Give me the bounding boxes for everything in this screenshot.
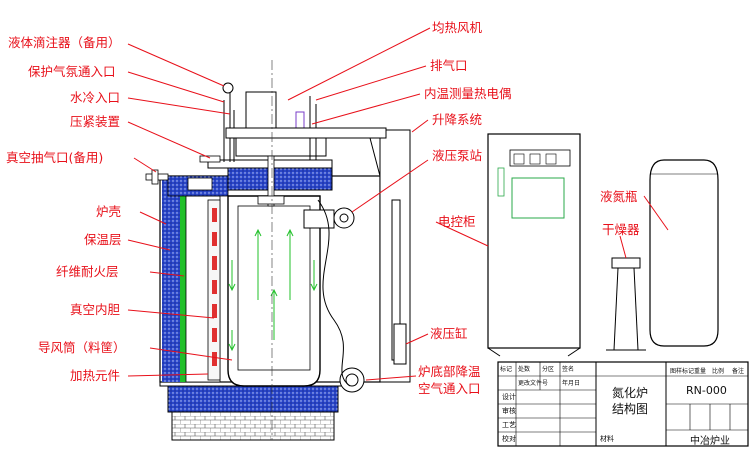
- label-hydraulic-cylinder: 液压缸: [430, 326, 468, 341]
- control-cabinet: [487, 133, 581, 357]
- label-dryer: 干燥器: [602, 222, 640, 237]
- label-insulation-layer: 保温层: [84, 232, 122, 247]
- tb-header-mark: 标记: [500, 366, 513, 373]
- company-name: 中冶炉业: [690, 436, 730, 447]
- label-heating-element: 加热元件: [70, 368, 121, 383]
- label-furnace-shell: 炉壳: [96, 204, 122, 219]
- label-clamping-device: 压紧装置: [70, 114, 121, 129]
- heating-elements: [212, 208, 217, 366]
- tb-right-scale: 比例: [712, 368, 725, 375]
- tb-header-count: 处数: [518, 366, 531, 373]
- label-water-cooling-inlet: 水冷入口: [70, 90, 121, 105]
- tb-row-process: 工艺: [502, 421, 516, 429]
- air-duct: [317, 199, 351, 387]
- air-flow-arrows: [228, 228, 318, 352]
- label-control-cabinet: 电控柜: [438, 214, 476, 229]
- tb-row-review: 审核: [502, 407, 516, 415]
- tb-right-note: 备注: [732, 368, 745, 375]
- tb-header-sign: 签名: [562, 366, 575, 373]
- tb-right-mark: 图样标记: [670, 368, 695, 375]
- tb-row-check: 校对: [502, 435, 516, 443]
- hydraulic-pump: [303, 207, 365, 393]
- label-nitrogen-bottle: 液氮瓶: [600, 189, 638, 204]
- label-air-inlet: 空气通入口: [418, 381, 481, 396]
- vacuum-port: [145, 169, 169, 185]
- furnace-lid: [167, 155, 333, 197]
- label-lifting-system: 升降系统: [432, 112, 483, 127]
- drawing-name-line1: 氮化炉: [612, 386, 649, 400]
- drawing-number: RN-000: [686, 384, 727, 397]
- top-pipes: [222, 82, 317, 162]
- tb-right-weight: 重量: [694, 368, 707, 375]
- drawing-name-line2: 结构图: [612, 402, 649, 416]
- label-vacuum-inner-vessel: 真空内胆: [70, 302, 121, 317]
- tb-header-change: 更改文件号: [518, 380, 549, 387]
- title-block: [497, 361, 749, 447]
- label-thermocouple: 内温测量热电偶: [424, 86, 512, 101]
- furnace-base: [159, 379, 361, 441]
- label-air-guide-basket: 导风筒（料筐）: [38, 340, 126, 355]
- label-liquid-drip-feeder: 液体滴注器（备用）: [8, 35, 121, 50]
- label-hydraulic-pump-station: 液压泵站: [432, 148, 483, 163]
- nitrogen-bottle: [649, 159, 719, 347]
- label-bottom-cooling: 炉底部降温: [418, 364, 481, 379]
- label-fiber-refractory-layer: 纤维耐火层: [56, 264, 119, 279]
- tb-header-date: 年月日: [562, 380, 581, 387]
- lifting-frame: [225, 127, 411, 383]
- label-vacuum-port: 真空抽气口(备用): [6, 150, 104, 165]
- tb-material: 材料: [600, 435, 614, 443]
- tb-header-zone: 分区: [542, 366, 555, 373]
- tb-row-design: 设计: [502, 393, 516, 401]
- dryer: [606, 257, 646, 351]
- label-exhaust-port: 排气口: [430, 58, 468, 73]
- label-circulation-fan: 均热风机: [432, 20, 483, 35]
- label-protective-gas-inlet: 保护气氛通入口: [28, 64, 116, 79]
- callout-leaders: [127, 27, 669, 381]
